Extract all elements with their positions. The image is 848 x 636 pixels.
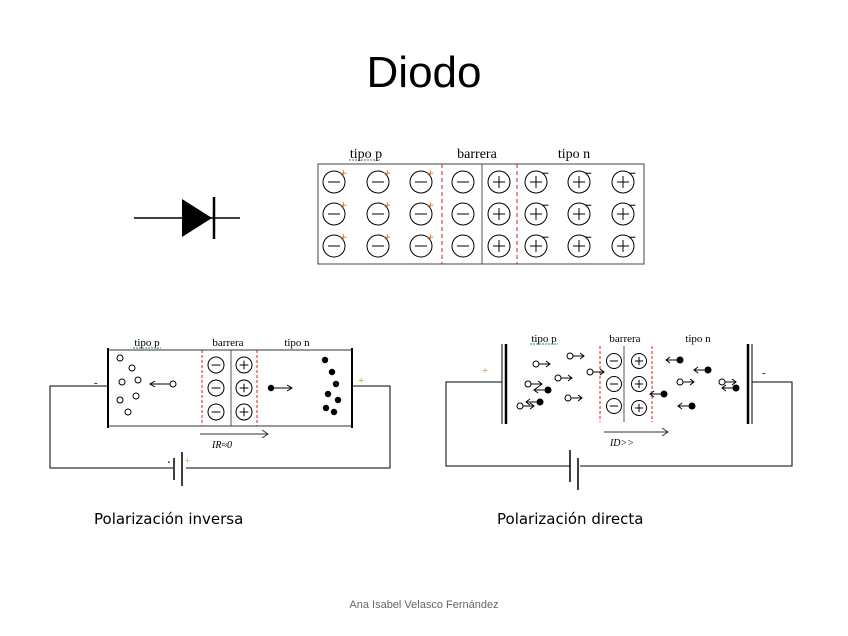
donor-ion [567, 234, 592, 258]
acceptor-ion [366, 202, 391, 226]
acceptor-ion [322, 170, 347, 194]
donor-ion [567, 170, 592, 194]
acceptor-ion [409, 202, 434, 226]
electron [330, 408, 338, 416]
barrier-positive-ion [487, 234, 511, 258]
fwd-terminal-right: - [762, 367, 766, 379]
acceptor-ion [366, 234, 391, 258]
acceptor-ion [366, 170, 391, 194]
acceptor-ion [409, 170, 434, 194]
rev-label-tipo-n: tipo n [284, 337, 310, 349]
label-barrera: barrera [457, 147, 497, 162]
electron [676, 356, 684, 364]
hole [524, 380, 532, 388]
electron [332, 380, 340, 388]
label-tipo-n: tipo n [558, 147, 590, 162]
electron [688, 402, 696, 410]
barrier-negative-ion [451, 234, 475, 258]
acceptor-ion [322, 202, 347, 226]
electron [324, 390, 332, 398]
hole [586, 368, 594, 376]
electron [328, 368, 336, 376]
hole [566, 352, 574, 360]
barrier-negative-ion [606, 353, 622, 369]
donor-ion [567, 202, 592, 226]
rev-battery-plus: + [185, 456, 190, 466]
electron [267, 384, 275, 392]
hole [128, 364, 136, 372]
donor-ion [611, 234, 636, 258]
electron [544, 386, 552, 394]
hole [134, 376, 142, 384]
hole [564, 394, 572, 402]
electron [732, 384, 740, 392]
hole [516, 402, 524, 410]
hole [124, 408, 132, 416]
barrier-negative-ion [451, 202, 475, 226]
donor-ion [524, 170, 549, 194]
barrier-negative-ion [207, 403, 225, 421]
hole [118, 378, 126, 386]
caption-reverse-bias: Polarización inversa [94, 510, 244, 528]
fwd-current-label: ID>> [609, 438, 634, 449]
barrier-positive-ion [487, 202, 511, 226]
diode-symbol-icon [134, 197, 240, 239]
barrier-positive-ion [631, 376, 647, 392]
fwd-label-tipo-n: tipo n [685, 333, 711, 345]
electron [536, 398, 544, 406]
electron [321, 356, 329, 364]
hole [554, 374, 562, 382]
barrier-positive-ion [235, 356, 253, 374]
acceptor-ion [322, 234, 347, 258]
author-footer: Ana Isabel Velasco Fernández [349, 599, 499, 611]
electron [660, 390, 668, 398]
donor-ion [524, 202, 549, 226]
barrier-positive-ion [235, 403, 253, 421]
barrier-negative-ion [451, 170, 475, 194]
hole [169, 380, 177, 388]
fwd-label-tipo-p: tipo p [531, 333, 557, 345]
barrier-positive-ion [631, 353, 647, 369]
electron [704, 366, 712, 374]
fwd-label-barrera: barrera [609, 333, 640, 345]
rev-current-label: IR≈0 [211, 440, 232, 451]
hole [532, 360, 540, 368]
rev-terminal-left: - [94, 377, 98, 389]
hole [132, 392, 140, 400]
barrier-negative-ion [606, 376, 622, 392]
hole [676, 378, 684, 386]
hole [116, 396, 124, 404]
electron [322, 404, 330, 412]
rev-label-barrera: barrera [212, 337, 243, 349]
donor-ion [524, 234, 549, 258]
forward-bias-circuit: tipo p barrera tipo n + - ID>> [445, 333, 793, 490]
hole [718, 378, 726, 386]
barrier-positive-ion [487, 170, 511, 194]
caption-forward-bias: Polarización directa [497, 510, 644, 528]
fwd-terminal-left: + [482, 365, 488, 377]
donor-ion [611, 202, 636, 226]
label-tipo-p: tipo p [350, 147, 382, 162]
barrier-negative-ion [207, 356, 225, 374]
barrier-negative-ion [207, 379, 225, 397]
barrier-negative-ion [606, 398, 622, 414]
rev-terminal-right: + [358, 375, 364, 387]
barrier-positive-ion [631, 400, 647, 416]
donor-ion [611, 170, 636, 194]
pn-junction-diagram: tipo p barrera tipo n [317, 147, 645, 265]
acceptor-ion [409, 234, 434, 258]
reverse-bias-circuit: tipo p barrera tipo n - + + IR≈0 [49, 337, 391, 486]
slide-title: Diodo [366, 48, 482, 97]
rev-label-tipo-p: tipo p [134, 337, 160, 349]
hole [116, 354, 124, 362]
electron [334, 396, 342, 404]
ion-grid [322, 170, 636, 258]
barrier-positive-ion [235, 379, 253, 397]
